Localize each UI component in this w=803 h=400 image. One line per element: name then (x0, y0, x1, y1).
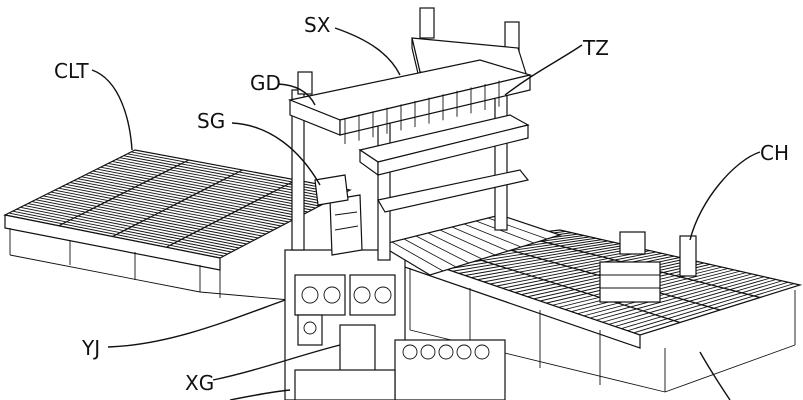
middle-roller (475, 220, 535, 244)
press-body (284, 7, 562, 400)
leader-bottom (229, 389, 291, 400)
left-cross-member (58, 159, 190, 227)
label-sx: SX (304, 13, 331, 37)
callout-labels: SX TZ GD SG CLT CH YJ XG (54, 13, 789, 395)
left-cross-member (165, 179, 297, 248)
leader-gd (277, 83, 316, 106)
middle-roller (451, 226, 509, 252)
label-yj: YJ (81, 336, 100, 360)
right-cross-member (474, 239, 721, 311)
leader-lines (91, 27, 761, 400)
leader-sx (334, 27, 401, 76)
label-gd: GD (250, 71, 281, 95)
middle-roller (391, 241, 444, 272)
label-xg: XG (185, 371, 214, 395)
leader-clt (91, 69, 133, 151)
leader-yj (107, 299, 286, 348)
leader-bottom-right (699, 351, 731, 400)
label-ch: CH (760, 141, 789, 165)
middle-roller (415, 235, 470, 264)
leader-ch (689, 151, 761, 241)
middle-roller (439, 229, 496, 256)
label-clt: CLT (54, 59, 89, 83)
label-sg: SG (197, 109, 225, 133)
leader-xg (212, 344, 341, 381)
middle-roller (463, 223, 522, 248)
middle-roller (427, 232, 483, 260)
label-tz: TZ (582, 36, 609, 60)
middle-roller (403, 238, 457, 268)
left-cross-member (112, 169, 243, 238)
leader-sg (231, 122, 321, 186)
left-roller-conveyor (3, 149, 352, 301)
leader-tz (504, 44, 583, 96)
